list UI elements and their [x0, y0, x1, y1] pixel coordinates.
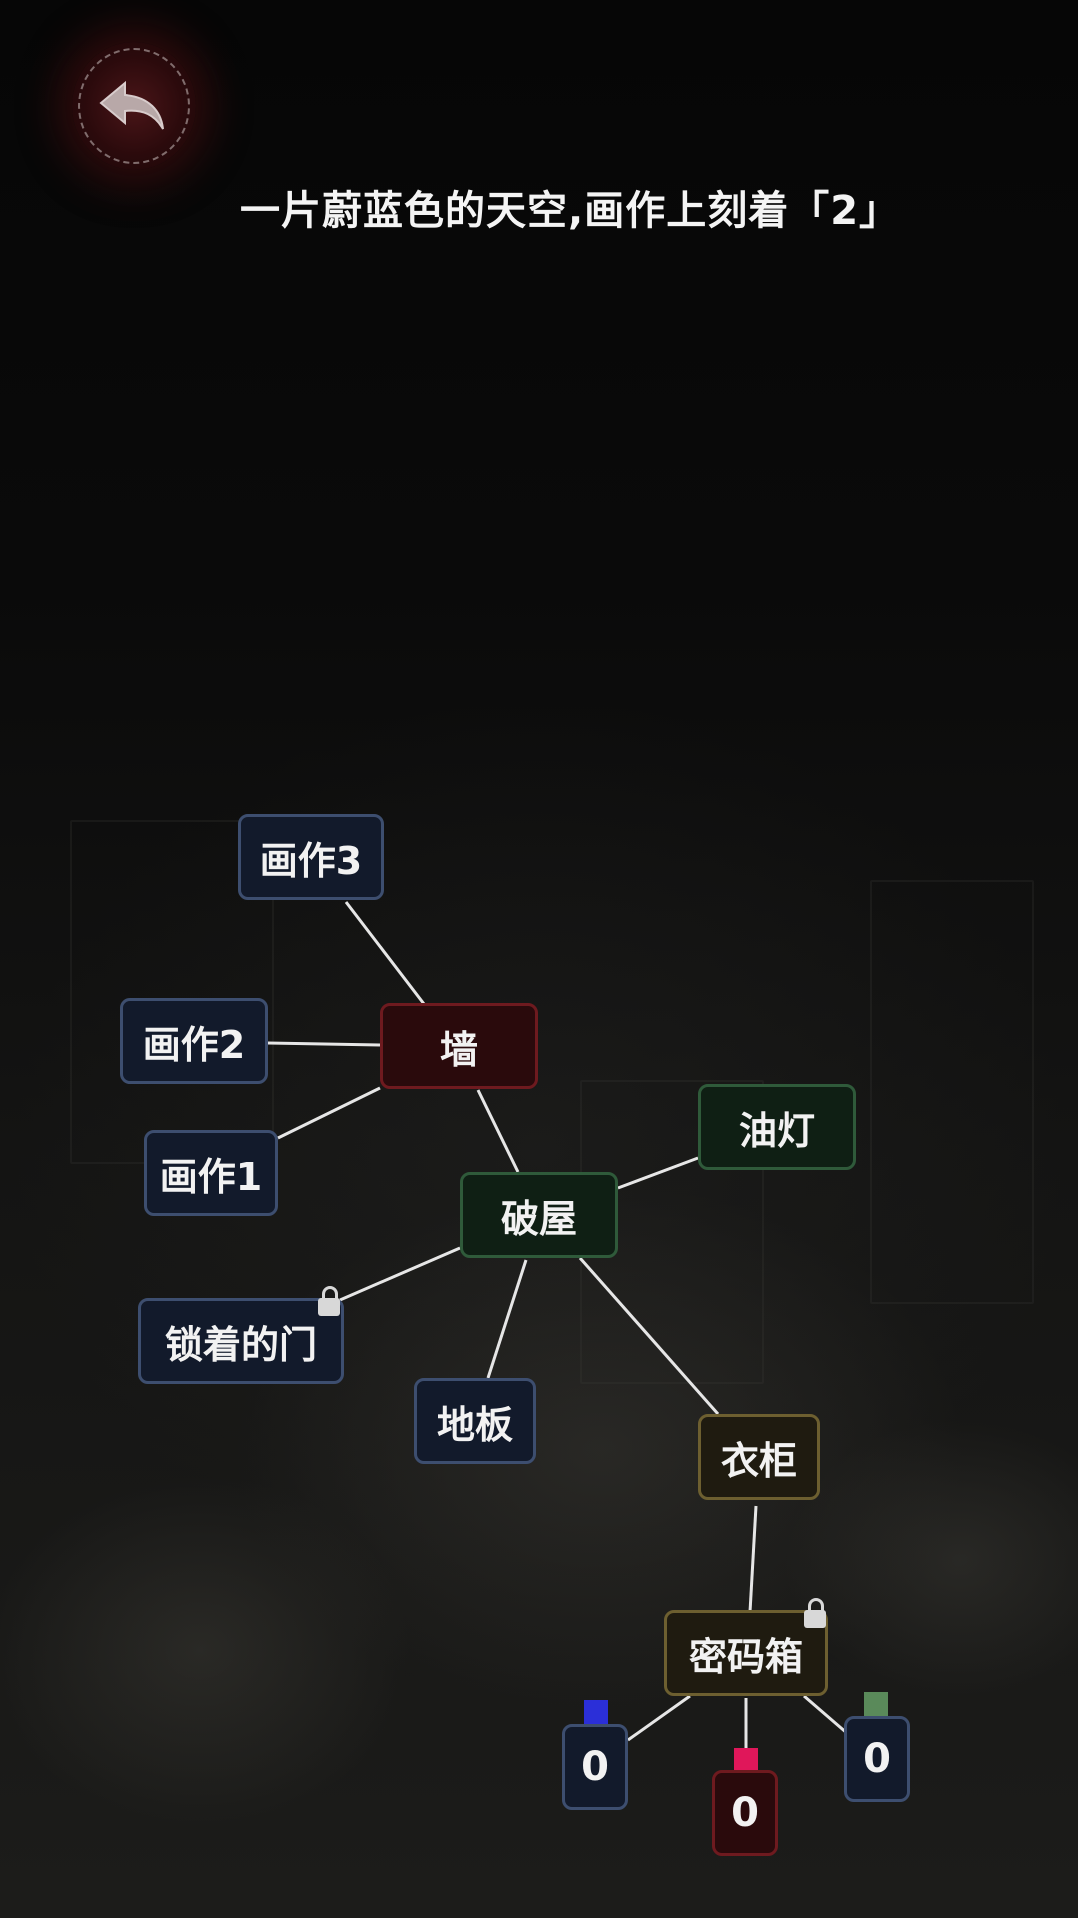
node-painting2[interactable]: 画作2 — [120, 998, 268, 1084]
node-label: 破屋 — [500, 1196, 577, 1241]
node-label: 画作2 — [142, 1022, 246, 1067]
node-ruined-house[interactable]: 破屋 — [460, 1172, 618, 1258]
node-label: 画作3 — [259, 838, 363, 883]
node-label: 画作1 — [159, 1154, 263, 1199]
wall-panel — [870, 880, 1034, 1304]
link-house-wardrobe — [578, 1257, 720, 1415]
digit-value: 0 — [863, 1736, 891, 1782]
padlock-icon — [318, 1286, 340, 1316]
node-locked-door[interactable]: 锁着的门 — [138, 1298, 344, 1384]
node-label: 衣柜 — [720, 1438, 797, 1483]
hint-text: 一片蔚蓝色的天空,画作上刻着「2」 — [240, 188, 901, 234]
link-painting3-wall — [344, 901, 426, 1005]
node-oil-lamp[interactable]: 油灯 — [698, 1084, 856, 1170]
node-label: 地板 — [436, 1402, 513, 1447]
combo-digit-green[interactable]: 0 — [844, 1716, 910, 1802]
link-wall-house — [476, 1089, 520, 1173]
node-painting1[interactable]: 画作1 — [144, 1130, 278, 1216]
node-label: 油灯 — [738, 1108, 815, 1153]
link-lamp-house — [617, 1156, 699, 1190]
combo-digit-blue[interactable]: 0 — [562, 1724, 628, 1810]
link-painting1-wall — [277, 1086, 381, 1140]
node-painting3[interactable]: 画作3 — [238, 814, 384, 900]
link-wardrobe-box — [748, 1505, 758, 1613]
node-wardrobe[interactable]: 衣柜 — [698, 1414, 820, 1500]
link-door-house — [339, 1246, 461, 1302]
node-label: 密码箱 — [688, 1634, 803, 1679]
link-painting2-wall — [267, 1041, 381, 1047]
node-wall[interactable]: 墙 — [380, 1003, 538, 1089]
node-label: 锁着的门 — [164, 1322, 317, 1367]
digit-value: 0 — [581, 1744, 609, 1790]
link-box-blue — [627, 1694, 691, 1742]
combo-digit-red[interactable]: 0 — [712, 1770, 778, 1856]
back-button[interactable] — [72, 42, 196, 170]
digit-value: 0 — [731, 1790, 759, 1836]
link-floor-house — [486, 1259, 528, 1379]
node-label: 墙 — [439, 1027, 478, 1072]
link-box-green — [803, 1694, 849, 1736]
node-combo-box[interactable]: 密码箱 — [664, 1610, 828, 1696]
padlock-icon — [804, 1598, 826, 1628]
node-floor[interactable]: 地板 — [414, 1378, 536, 1464]
